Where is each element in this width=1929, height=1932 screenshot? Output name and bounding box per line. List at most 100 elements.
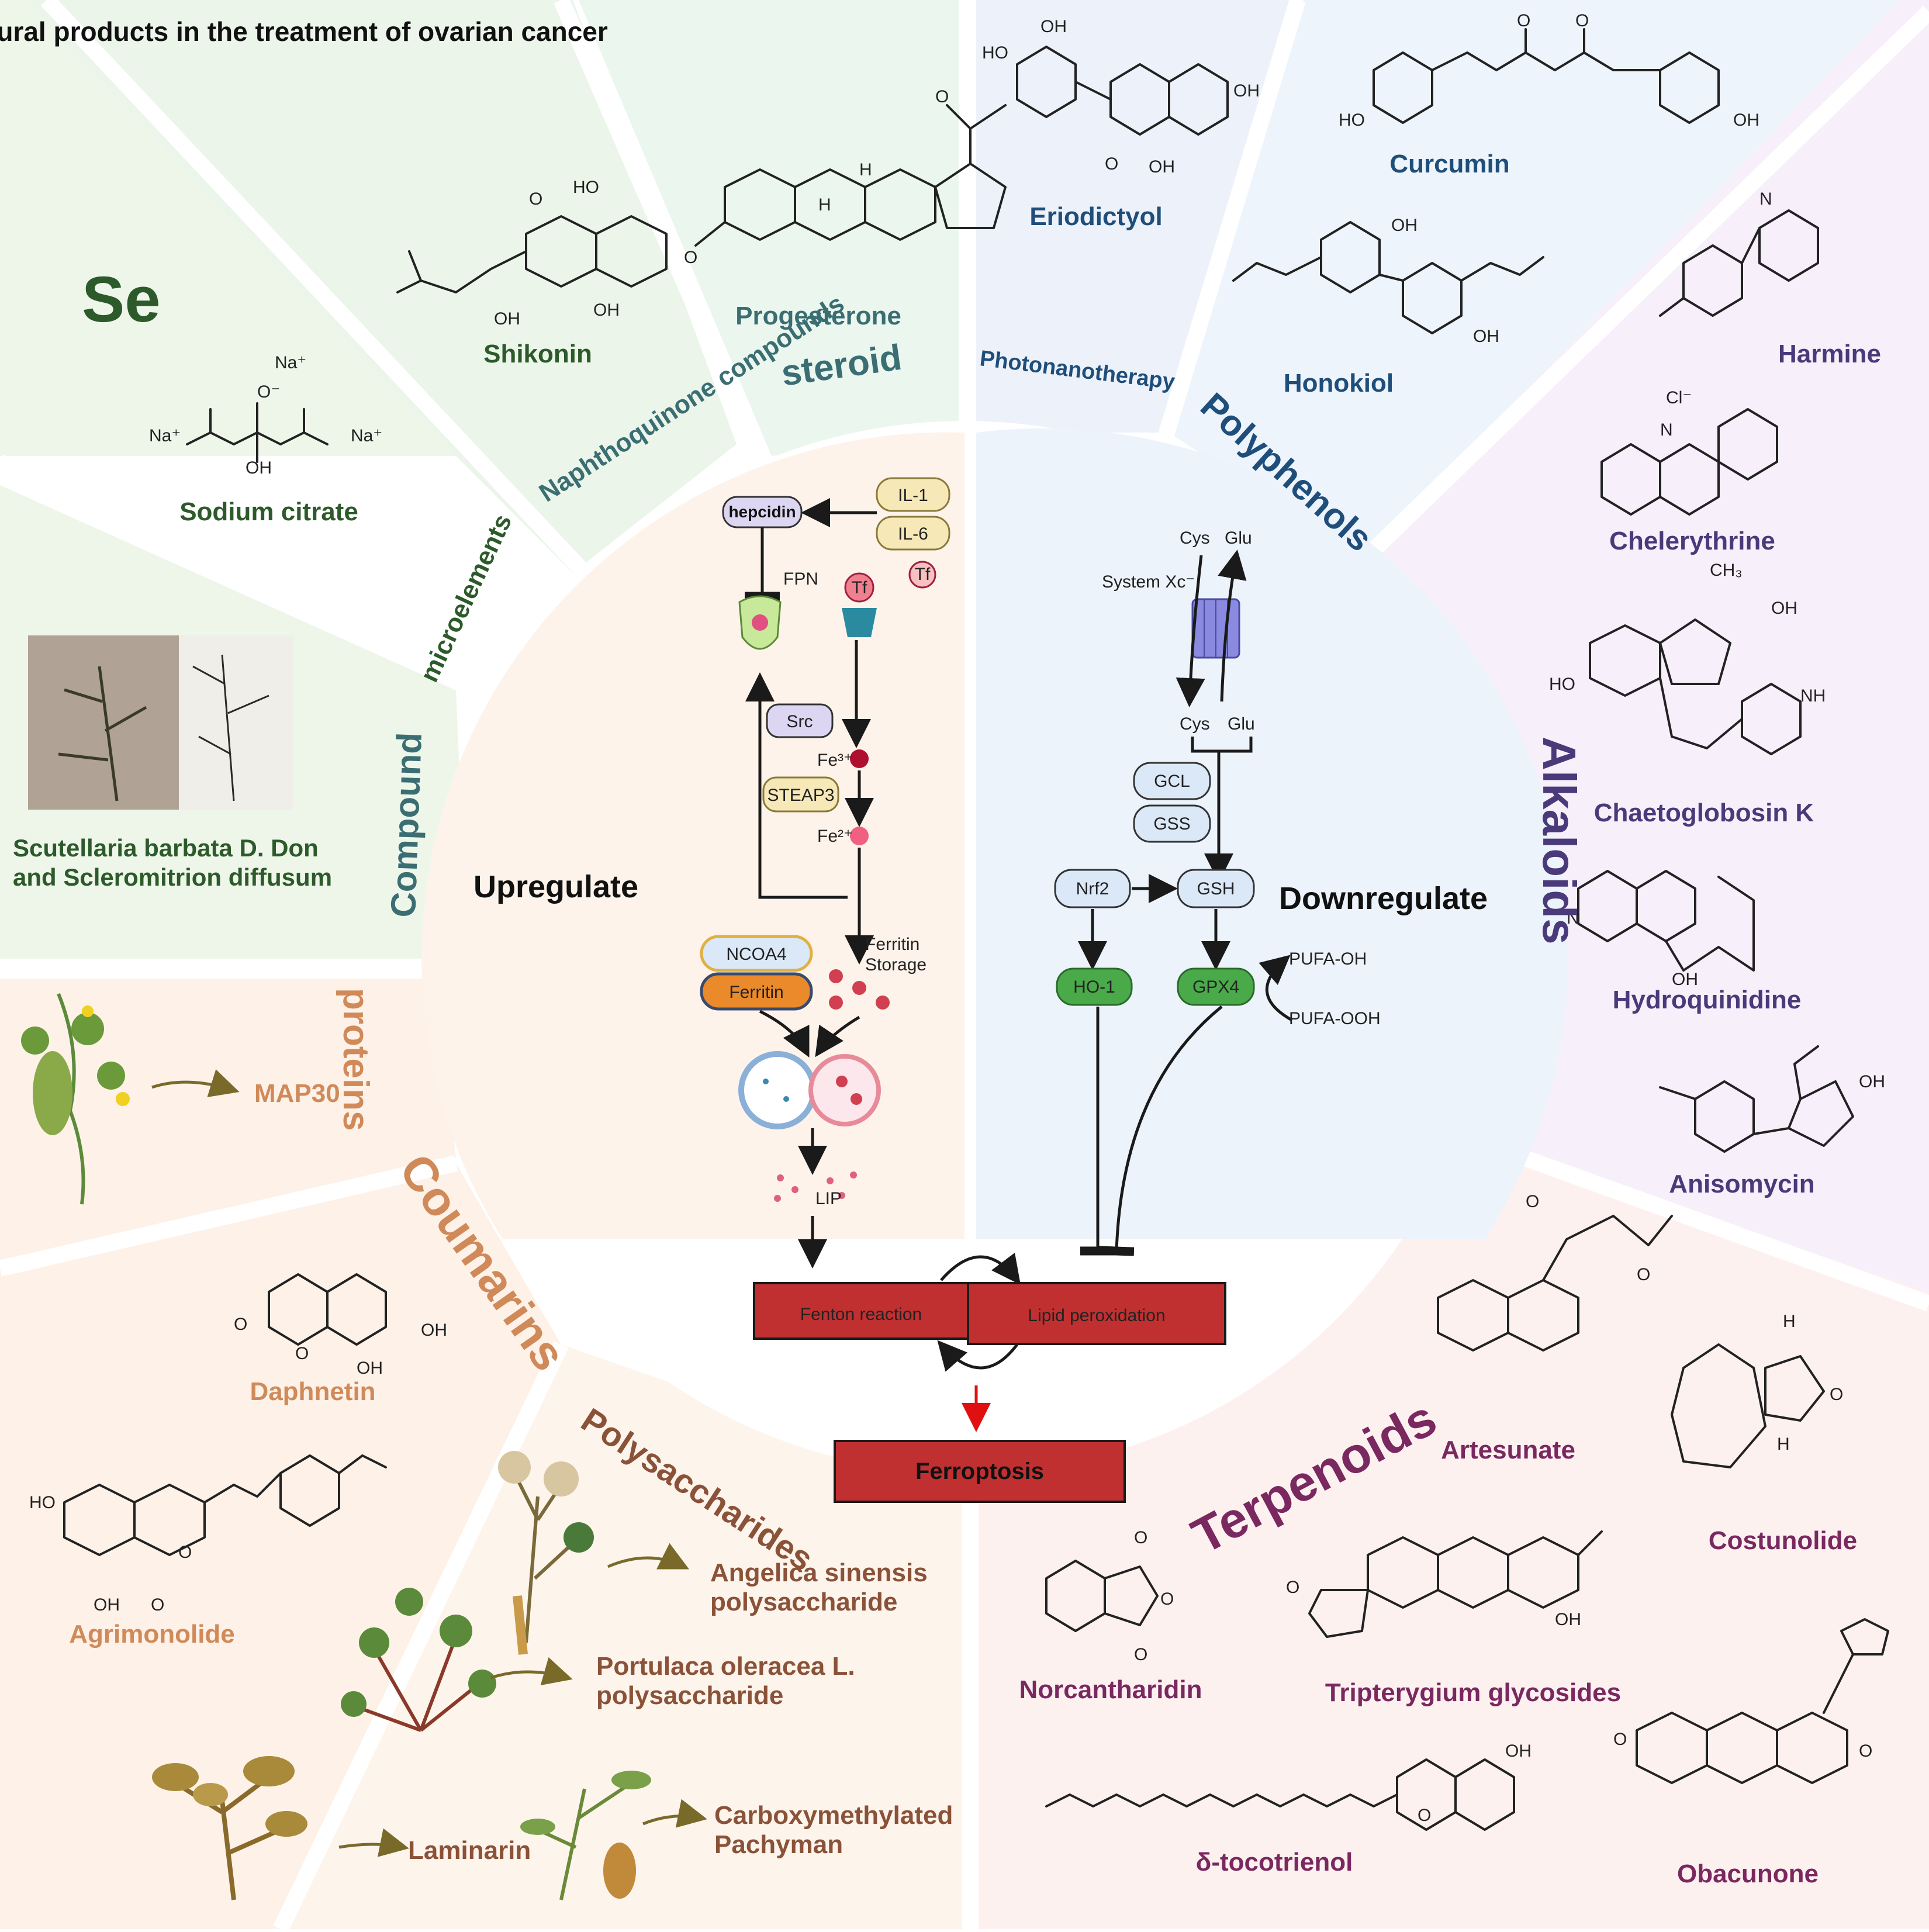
obacunone-structure: O O [1613, 1618, 1889, 1784]
agrimonolide-label: Agrimonolide [69, 1620, 235, 1648]
svg-text:HO: HO [573, 178, 599, 197]
svg-text:OH: OH [1040, 17, 1067, 36]
svg-text:OH: OH [421, 1321, 447, 1340]
src-node [766, 703, 834, 738]
curcumin-structure: O O HO OH [1339, 11, 1759, 130]
svg-text:NH: NH [1800, 686, 1826, 706]
svg-text:Na⁺: Na⁺ [275, 353, 306, 372]
system-xc-label: System Xc⁻ [1102, 572, 1195, 592]
artesunate-label: Artesunate [1441, 1436, 1575, 1464]
svg-text:H: H [859, 160, 872, 179]
gss-text: GSS [1153, 814, 1190, 834]
portulaca-label-1: Portulaca oleracea L. [596, 1652, 855, 1681]
costunolide-structure: O H H [1671, 1312, 1843, 1468]
fe2-text: Fe²⁺ [817, 827, 853, 846]
bitter-melon-plant-image [21, 993, 130, 1205]
tf-receptor-text: Tf [852, 578, 867, 597]
chelerythrine-structure: N Cl⁻ [1600, 388, 1778, 516]
fpn-label: FPN [783, 569, 818, 589]
system-xc-transporter [1191, 598, 1240, 659]
tripterygium-structure: O OH [1286, 1530, 1603, 1638]
map30-arrow [151, 1069, 240, 1097]
chaetoglobosin-structure: CH₃ OH NH HO [1549, 561, 1826, 755]
tf-receptor-body [842, 608, 877, 637]
gpx4-node [1177, 967, 1255, 1006]
svg-text:OH: OH [1391, 216, 1418, 235]
downregulate-panel [976, 428, 1569, 1239]
pachyman-label-2: Pachyman [714, 1830, 843, 1859]
laminarin-arrow [338, 1828, 409, 1857]
ferritin-to-lysosome-arrow [759, 1010, 810, 1057]
lipid-perox-text: Lipid peroxidation [1028, 1306, 1165, 1325]
svg-text:N: N [1660, 420, 1673, 440]
glu-bottom-label: Glu [1228, 714, 1255, 734]
ferritin-particles [829, 969, 890, 1010]
pachyman-plant-image [520, 1771, 651, 1900]
nrf2-node [1054, 869, 1131, 908]
ferritin-storage-label-2: Storage [865, 955, 927, 974]
svg-text:Na⁺: Na⁺ [351, 426, 382, 445]
svg-text:O: O [1526, 1192, 1539, 1211]
gpx4-inhibit-lipid [1098, 1005, 1223, 1256]
svg-text:OH: OH [357, 1359, 383, 1378]
gsh-text: GSH [1197, 879, 1235, 898]
svg-text:N: N [1759, 189, 1772, 209]
angelica-arrow [607, 1543, 689, 1570]
svg-text:O: O [1286, 1578, 1299, 1597]
category-alkaloids: Alkaloids [1533, 737, 1585, 945]
fe3-text: Fe³⁺ [817, 751, 853, 770]
svg-text:OH: OH [1672, 970, 1698, 989]
honokiol-label: Honokiol [1284, 369, 1394, 398]
tf-free-node [908, 561, 936, 589]
tf-receptor-node [844, 572, 874, 603]
angelica-plant-image [498, 1451, 594, 1655]
svg-text:O: O [935, 87, 949, 106]
svg-text:OH: OH [1149, 157, 1175, 177]
lipid-to-fenton-cycle [937, 1340, 1018, 1372]
chaetoglobosin-label: Chaetoglobosin K [1594, 799, 1814, 827]
ferroptosis-box [834, 1440, 1126, 1503]
scutellaria-label-1: Scutellaria barbata D. Don [13, 834, 319, 862]
svg-text:O: O [1830, 1385, 1843, 1404]
fe2-export-loop [745, 672, 848, 899]
src-text: Src [787, 712, 813, 731]
svg-text:O: O [1859, 1741, 1872, 1761]
scutellaria-herbarium-images [28, 635, 293, 810]
storage-to-lysosome-arrow [815, 1015, 860, 1057]
svg-text:N: N [1567, 908, 1579, 928]
norcantharidin-label: Norcantharidin [1019, 1675, 1202, 1704]
nrf2-text: Nrf2 [1076, 879, 1109, 898]
category-proteins: proteins [336, 988, 376, 1131]
svg-text:O: O [1134, 1645, 1147, 1664]
svg-text:OH: OH [494, 309, 520, 329]
lip-label: LIP [815, 1189, 842, 1208]
svg-text:O: O [1575, 11, 1589, 30]
sodium-citrate-label: Sodium citrate [179, 497, 358, 526]
svg-text:OH: OH [246, 458, 272, 478]
cys-glu-bracket [1191, 737, 1253, 877]
pufa-cycle-arrow [1259, 955, 1293, 1022]
svg-text:O: O [1418, 1806, 1431, 1825]
ncoa4-text: NCOA4 [726, 945, 786, 964]
hepcidin-text: hepcidin [728, 503, 796, 521]
sector-photonanotherapy [976, 0, 1292, 433]
svg-text:O: O [234, 1315, 247, 1334]
svg-text:O: O [1105, 154, 1118, 174]
svg-text:O: O [1160, 1589, 1174, 1609]
sector-polysaccharides [281, 1345, 976, 1929]
artesunate-structure: O O [1437, 1192, 1673, 1352]
angelica-label-1: Angelica sinensis [710, 1558, 928, 1587]
fenton-to-lipid-cycle [940, 1253, 1021, 1285]
svg-text:O: O [684, 248, 697, 267]
chelerythrine-label: Chelerythrine [1609, 527, 1775, 555]
gpx4-text: GPX4 [1192, 977, 1239, 997]
category-microelements: microelements [415, 510, 518, 686]
daphnetin-label: Daphnetin [250, 1377, 375, 1406]
upregulate-panel [421, 432, 965, 1239]
sector-proteins [0, 976, 456, 1263]
gcl-node [1133, 762, 1211, 800]
daphnetin-structure: O O OH OH [234, 1273, 447, 1378]
svg-text:Cl⁻: Cl⁻ [1666, 388, 1692, 407]
ferritin-storage-label-1: Ferritin [865, 935, 919, 954]
